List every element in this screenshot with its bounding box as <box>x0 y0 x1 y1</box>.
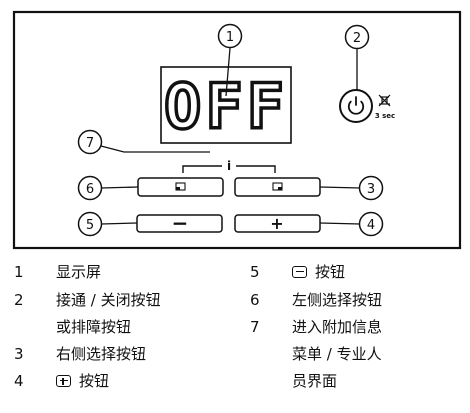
minus-symbol: − <box>172 211 189 235</box>
plus-button[interactable]: + <box>234 214 321 233</box>
callout-3-label: 3 <box>367 182 375 197</box>
legend-text: 按钮 <box>315 263 346 281</box>
legend-number: 3 <box>14 345 24 363</box>
callout-3-circle <box>358 175 384 201</box>
left-select-button[interactable] <box>137 177 224 197</box>
reset-icon <box>378 94 391 107</box>
callout-7-label: 7 <box>86 136 94 151</box>
select-left-icon <box>175 182 186 191</box>
callout-line-6 <box>100 186 139 189</box>
callout-4-label: 4 <box>367 218 375 233</box>
legend-text: 显示屏 <box>56 263 102 281</box>
callout-6-circle <box>77 175 103 201</box>
display-text: OFF <box>164 70 288 143</box>
hold-time-label: 3 sec <box>375 112 395 120</box>
minus-button[interactable]: − <box>136 211 223 235</box>
callout-1-label: 1 <box>226 30 234 45</box>
callout-line-3 <box>319 186 361 189</box>
legend-text: 员界面 <box>292 372 338 390</box>
panel-frame <box>12 10 462 250</box>
legend-text: 进入附加信息 <box>292 318 383 336</box>
callout-7-circle <box>77 129 103 155</box>
callout-line-5 <box>100 222 138 225</box>
legend-number: 7 <box>250 318 260 336</box>
legend-text: 右侧选择按钮 <box>56 345 147 363</box>
info-bracket-left <box>182 165 222 173</box>
callout-2-label: 2 <box>353 31 361 46</box>
callout-5-label: 5 <box>86 218 94 233</box>
callout-line-4 <box>319 222 361 225</box>
legend-number: 1 <box>14 263 24 281</box>
control-panel-diagram: OFF 1 2 3 sec 7 i 6 3 <box>12 10 462 250</box>
callout-5-circle <box>77 211 103 237</box>
display-screen <box>160 66 292 144</box>
power-icon <box>347 100 365 115</box>
legend-number: 2 <box>14 291 24 309</box>
legend-text: 接通 / 关闭按钮 <box>56 291 161 309</box>
legend-text: 按钮 <box>79 372 110 390</box>
info-bracket-right <box>236 165 276 173</box>
legend-text: 菜单 / 专业人 <box>292 345 382 363</box>
select-right-icon <box>272 182 283 191</box>
plus-key-icon <box>56 375 71 387</box>
minus-key-icon <box>292 266 307 278</box>
callout-2-circle <box>344 24 370 50</box>
callout-6-label: 6 <box>86 182 94 197</box>
legend-number: 4 <box>14 372 24 390</box>
legend-number: 6 <box>250 291 260 309</box>
legend-text: 或排障按钮 <box>56 318 132 336</box>
callout-1-circle <box>217 23 243 49</box>
right-select-button[interactable] <box>234 177 321 197</box>
legend-text: 左侧选择按钮 <box>292 291 383 309</box>
legend-number: 5 <box>250 263 260 281</box>
callout-4-circle <box>358 211 384 237</box>
plus-symbol: + <box>270 214 283 233</box>
info-mark: i <box>227 159 231 173</box>
callout-line-1 <box>225 47 231 97</box>
power-button[interactable] <box>339 89 373 123</box>
callout-line-7 <box>100 145 210 153</box>
